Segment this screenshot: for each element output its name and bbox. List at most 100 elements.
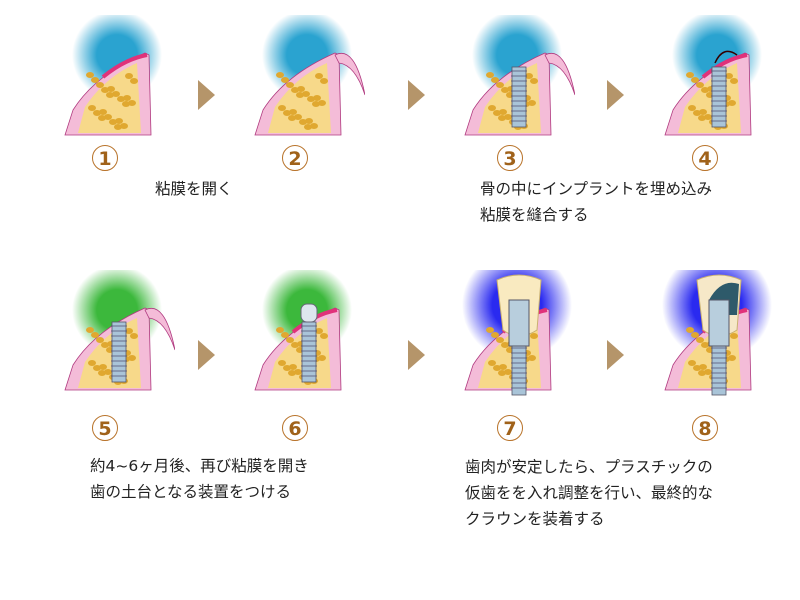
bone-pore	[728, 100, 736, 106]
caption-step-3-4: 骨の中にインプラントを埋め込み 粘膜を縫合する	[480, 176, 712, 228]
bone-pore	[498, 370, 506, 376]
bone-pore	[288, 115, 296, 121]
bone-pore	[496, 337, 504, 343]
bone-pore	[698, 370, 706, 376]
caption-step-7-8: 歯肉が安定したら、プラスチックの 仮歯をを入れ調整を行い、最終的な クラウンを装…	[465, 454, 713, 532]
abutment	[508, 299, 530, 347]
bone-pore	[488, 105, 496, 111]
implant-fixture	[111, 321, 127, 383]
bone-pore	[125, 73, 133, 79]
bone-pore	[276, 327, 284, 333]
bone-pore	[294, 369, 302, 375]
step-5-illustration	[45, 270, 175, 410]
bone-pore	[278, 105, 286, 111]
bone-pore	[286, 82, 294, 88]
bone-pore	[276, 72, 284, 78]
arrow-right-icon	[408, 340, 425, 370]
bone	[268, 63, 331, 133]
bone-pore	[498, 115, 506, 121]
bone-pore	[528, 355, 536, 361]
bone-pore	[302, 91, 310, 97]
bone-pore	[318, 355, 326, 361]
caption-line: 歯肉が安定したら、プラスチックの	[465, 458, 713, 476]
bone-pore	[109, 119, 117, 125]
bone-pore	[283, 365, 291, 371]
bone-pore	[493, 365, 501, 371]
bone-pore	[104, 114, 112, 120]
suture	[714, 50, 738, 64]
bone-pore	[123, 95, 131, 101]
bone-pore	[499, 109, 507, 115]
bone-pore	[491, 332, 499, 338]
bone-pore	[289, 109, 297, 115]
bone-pore	[120, 123, 128, 129]
bone-pore	[115, 118, 123, 124]
bone-pore	[486, 327, 494, 333]
step-8-illustration	[645, 270, 775, 410]
caption-line: 歯の土台となる装置をつける	[90, 483, 292, 501]
caption-step-1: 粘膜を開く	[155, 176, 233, 202]
bone-pore	[289, 364, 297, 370]
bone-pore	[286, 337, 294, 343]
bone-pore	[528, 100, 536, 106]
bone-pore	[499, 364, 507, 370]
bone-pore	[313, 95, 321, 101]
bone-pore	[504, 369, 512, 375]
arrow-right-icon	[607, 80, 624, 110]
bone-pore	[101, 342, 109, 348]
bone-pore	[698, 115, 706, 121]
bone	[78, 63, 141, 133]
bone-pore	[699, 364, 707, 370]
bone-pore	[281, 332, 289, 338]
caption-line: 粘膜を縫合する	[480, 206, 589, 224]
arrow-right-icon	[198, 80, 215, 110]
bone-pore	[98, 370, 106, 376]
bone-pore	[725, 73, 733, 79]
bone-pore	[691, 332, 699, 338]
step-number-4: 4	[692, 145, 718, 171]
bone-pore	[686, 72, 694, 78]
bone-pore	[530, 333, 538, 339]
bone-pore	[315, 328, 323, 334]
step-1-illustration	[45, 15, 175, 155]
bone-pore	[728, 355, 736, 361]
bone-pore	[297, 86, 305, 92]
bone-pore	[93, 110, 101, 116]
gum-flap	[544, 53, 575, 96]
bone-pore	[294, 114, 302, 120]
bone-pore	[112, 91, 120, 97]
bone-pore	[704, 369, 712, 375]
healing-abutment	[300, 303, 318, 323]
bone-pore	[117, 96, 125, 102]
bone-pore	[91, 332, 99, 338]
bone-pore	[693, 110, 701, 116]
gum-edge	[701, 53, 748, 79]
bone-pore	[291, 342, 299, 348]
caption-line: 仮歯をを入れ調整を行い、最終的な	[465, 484, 714, 502]
implant-fixture	[511, 344, 527, 396]
bone-pore	[130, 78, 138, 84]
bone-pore	[99, 364, 107, 370]
bone-pore	[88, 105, 96, 111]
bone-pore	[283, 110, 291, 116]
gum-flap	[334, 53, 365, 96]
bone-pore	[491, 77, 499, 83]
bone-pore	[278, 360, 286, 366]
bone-pore	[486, 72, 494, 78]
bone-pore	[310, 123, 318, 129]
bone-pore	[688, 360, 696, 366]
step-2-illustration	[235, 15, 365, 155]
arrow-right-icon	[408, 80, 425, 110]
bone-pore	[122, 101, 130, 107]
bone-pore	[305, 118, 313, 124]
bone-pore	[104, 369, 112, 375]
bone-pore	[291, 87, 299, 93]
step-4-illustration	[645, 15, 775, 155]
caption-line: 約4~6ヶ月後、再び粘膜を開き	[90, 457, 309, 475]
bone-pore	[296, 92, 304, 98]
arrow-right-icon	[607, 340, 624, 370]
bone-pore	[304, 124, 312, 130]
bone-pore	[504, 114, 512, 120]
bone-pore	[130, 333, 138, 339]
implant-fixture	[711, 66, 727, 128]
